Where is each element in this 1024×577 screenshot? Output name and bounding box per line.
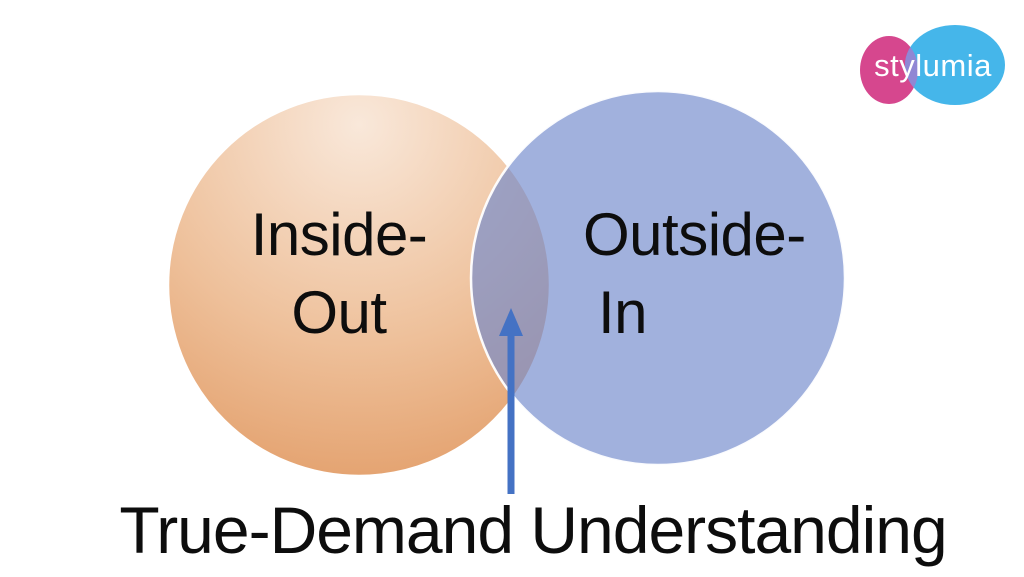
- inside-out-label-line1: Inside-: [250, 201, 428, 268]
- caption: True-Demand Understanding: [119, 493, 947, 567]
- logo-blue-circle: [905, 25, 1005, 105]
- outside-in-label-line2: In: [598, 279, 648, 346]
- inside-out-label-line2: Out: [291, 279, 387, 346]
- logo-pink-circle: [860, 36, 918, 104]
- stylumia-logo: stylumia: [845, 13, 1020, 119]
- stylumia-logo-mark: [860, 25, 1005, 105]
- outside-in-label: Outside- In: [583, 196, 883, 352]
- outside-in-label-line1: Outside-: [583, 201, 806, 268]
- overlap-arrow: [499, 308, 523, 494]
- inside-out-label: Inside- Out: [189, 196, 489, 352]
- stylumia-logo-text: stylumia: [874, 48, 992, 83]
- outside-in-circle: [469, 89, 847, 467]
